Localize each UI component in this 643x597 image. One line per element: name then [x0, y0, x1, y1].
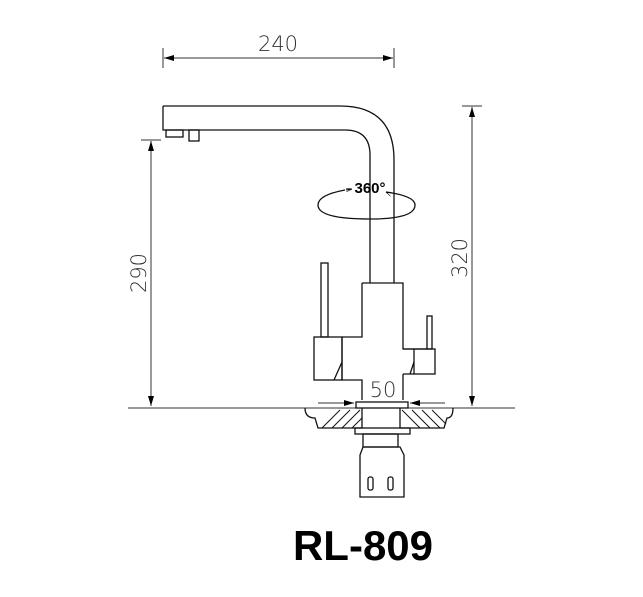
- spout: [162, 105, 395, 283]
- spout-height-label: 290: [127, 253, 151, 293]
- dimension-spout-height: 290: [127, 139, 161, 406]
- dimension-reach: 240: [162, 32, 395, 68]
- total-height-label: 320: [448, 238, 472, 278]
- rotation-indicator: 360°: [317, 180, 416, 220]
- reach-label: 240: [258, 32, 298, 56]
- mounting-hardware: [304, 407, 454, 498]
- dimension-total-height: 320: [448, 105, 482, 406]
- faucet-body: 50: [313, 262, 445, 409]
- model-number: RL-809: [293, 522, 433, 569]
- base-diameter-label: 50: [370, 378, 397, 402]
- rotation-label: 360°: [354, 180, 385, 197]
